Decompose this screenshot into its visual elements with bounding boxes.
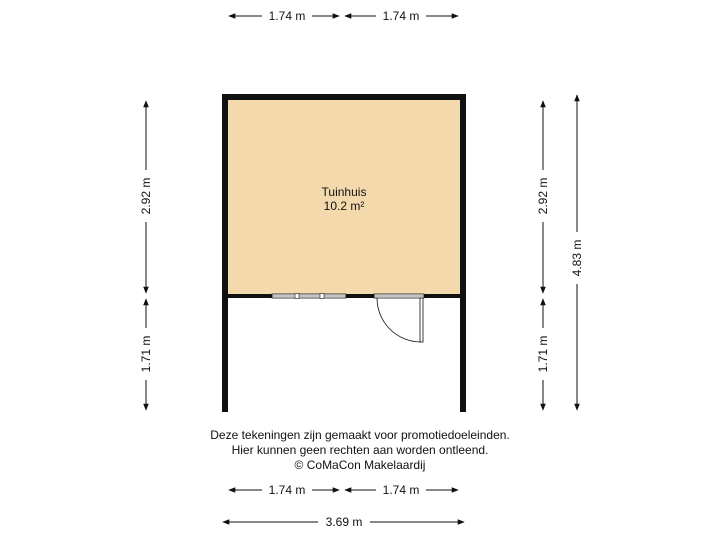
dim-left-lower: 1.71 m bbox=[139, 336, 153, 373]
door-leaf bbox=[419, 297, 424, 343]
wall-right bbox=[460, 94, 466, 412]
wall-divider-mid bbox=[346, 294, 374, 298]
door bbox=[373, 293, 425, 343]
window-opening bbox=[271, 293, 347, 299]
room-area: 10.2 m² bbox=[324, 199, 365, 213]
wall-divider-right bbox=[424, 294, 460, 298]
dim-right-total: 4.83 m bbox=[570, 240, 584, 277]
disclaimer: Deze tekeningen zijn gemaakt voor promot… bbox=[110, 428, 610, 473]
room-name: Tuinhuis bbox=[322, 185, 367, 199]
walls bbox=[222, 94, 466, 412]
dim-bottom-left: 1.74 m bbox=[269, 483, 306, 497]
wall-divider-left bbox=[228, 294, 272, 298]
wall-left bbox=[222, 94, 228, 412]
dim-right-lower: 1.71 m bbox=[536, 336, 550, 373]
dim-top-left: 1.74 m bbox=[269, 9, 306, 23]
room-floor bbox=[228, 100, 460, 294]
disclaimer-line-3: © CoMaCon Makelaardij bbox=[294, 458, 426, 472]
disclaimer-line-2: Hier kunnen geen rechten aan worden ontl… bbox=[231, 443, 489, 457]
door-swing-arc bbox=[376, 297, 422, 343]
dim-top-right: 1.74 m bbox=[383, 9, 420, 23]
wall-top bbox=[222, 94, 466, 100]
disclaimer-line-1: Deze tekeningen zijn gemaakt voor promot… bbox=[210, 428, 510, 442]
dim-bottom-right: 1.74 m bbox=[383, 483, 420, 497]
dim-left-upper: 2.92 m bbox=[139, 178, 153, 215]
dim-right-upper: 2.92 m bbox=[536, 178, 550, 215]
dim-bottom-total: 3.69 m bbox=[326, 515, 363, 529]
